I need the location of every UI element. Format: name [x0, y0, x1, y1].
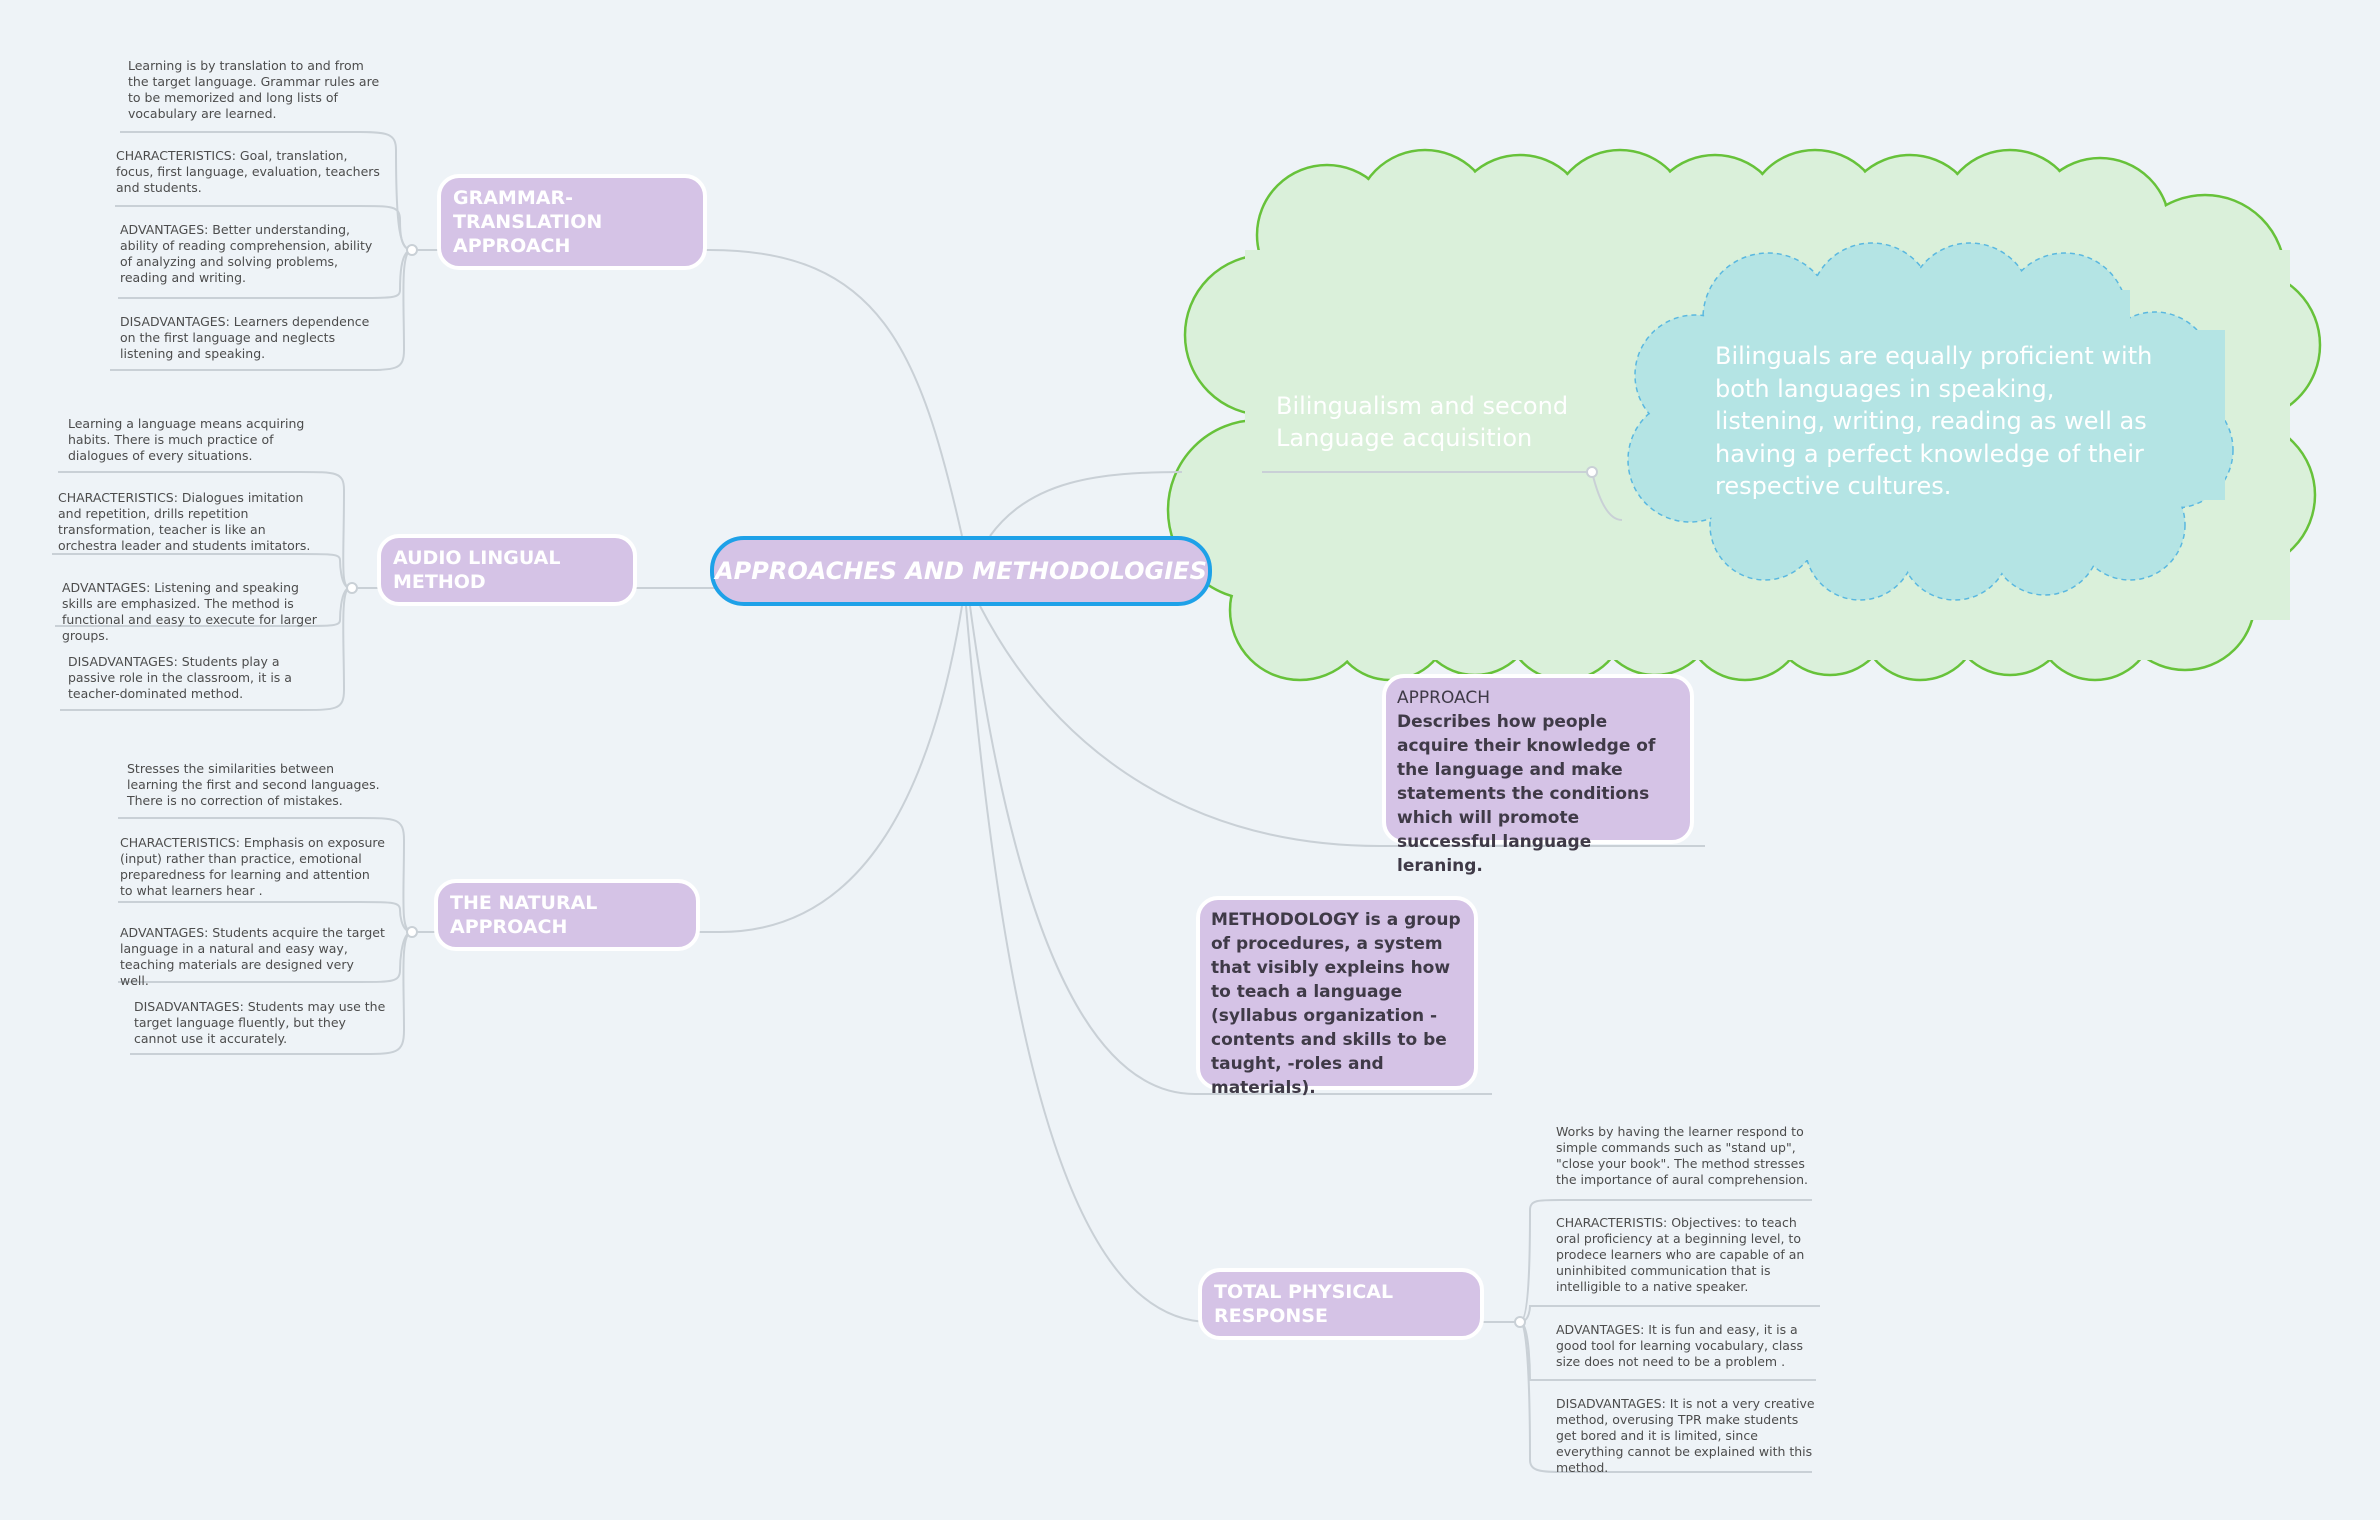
- detail-text: CHARACTERISTICS: Emphasis on exposure (i…: [120, 835, 385, 898]
- detail-text: Works by having the learner respond to s…: [1556, 1124, 1808, 1187]
- detail-text: DISADVANTAGES: Students may use the targ…: [134, 999, 386, 1046]
- list-item[interactable]: CHARACTERISTICS: Goal, translation, focu…: [116, 148, 380, 196]
- list-item[interactable]: ADVANTAGES: Students acquire the target …: [120, 925, 386, 989]
- detail-text: ADVANTAGES: Listening and speaking skill…: [62, 580, 317, 643]
- branch-label: THE NATURAL APPROACH: [450, 892, 598, 938]
- connectors: [52, 131, 1820, 1473]
- detail-text: ADVANTAGES: It is fun and easy, it is a …: [1556, 1322, 1803, 1369]
- detail-text: ADVANTAGES: Students acquire the target …: [120, 925, 385, 988]
- list-item[interactable]: Learning is by translation to and from t…: [128, 58, 380, 122]
- detail-text: DISADVANTAGES: Learners dependence on th…: [120, 314, 370, 361]
- detail-text: CHARACTERISTIS: Objectives: to teach ora…: [1556, 1215, 1805, 1294]
- detail-text: DISADVANTAGES: Students play a passive r…: [68, 654, 292, 701]
- approach-node[interactable]: APPROACH Describes how people acquire th…: [1382, 674, 1694, 876]
- approach-body: Describes how people acquire their knowl…: [1397, 712, 1656, 876]
- list-item[interactable]: Learning a language means acquiring habi…: [68, 416, 328, 464]
- bilingualism-label[interactable]: Bilingualism and second Language acquisi…: [1276, 390, 1586, 454]
- list-item[interactable]: DISADVANTAGES: Students may use the targ…: [134, 999, 388, 1047]
- list-item[interactable]: CHARACTERISTICS: Dialogues imitation and…: [58, 490, 328, 554]
- branch-audio-lingual[interactable]: AUDIO LINGUAL METHOD: [377, 534, 637, 606]
- branch-label: AUDIO LINGUAL METHOD: [393, 547, 561, 593]
- list-item[interactable]: DISADVANTAGES: Learners dependence on th…: [120, 314, 382, 362]
- central-topic-label: APPROACHES AND METHODOLOGIES: [715, 557, 1207, 585]
- connector-knobs: [346, 244, 1598, 1328]
- detail-text: DISADVANTAGES: It is not a very creative…: [1556, 1396, 1815, 1475]
- detail-text: Stresses the similarities between learni…: [127, 761, 380, 808]
- list-item[interactable]: ADVANTAGES: It is fun and easy, it is a …: [1556, 1322, 1818, 1370]
- bilingualism-detail[interactable]: Bilinguals are equally proficient with b…: [1715, 340, 2155, 503]
- branch-label: GRAMMAR- TRANSLATION APPROACH: [453, 187, 603, 257]
- list-item[interactable]: Stresses the similarities between learni…: [127, 761, 389, 809]
- list-item[interactable]: ADVANTAGES: Better understanding, abilit…: [120, 222, 382, 286]
- branch-grammar-translation[interactable]: GRAMMAR- TRANSLATION APPROACH: [437, 174, 707, 270]
- bilingualism-detail-text: Bilinguals are equally proficient with b…: [1715, 342, 2153, 500]
- list-item[interactable]: CHARACTERISTIS: Objectives: to teach ora…: [1556, 1215, 1822, 1295]
- detail-text: Learning a language means acquiring habi…: [68, 416, 305, 463]
- central-topic[interactable]: APPROACHES AND METHODOLOGIES: [710, 536, 1212, 606]
- methodology-body: METHODOLOGY is a group of procedures, a …: [1211, 910, 1461, 1098]
- list-item[interactable]: ADVANTAGES: Listening and speaking skill…: [62, 580, 330, 644]
- list-item[interactable]: DISADVANTAGES: It is not a very creative…: [1556, 1396, 1818, 1476]
- list-item[interactable]: DISADVANTAGES: Students play a passive r…: [68, 654, 330, 702]
- list-item[interactable]: CHARACTERISTICS: Emphasis on exposure (i…: [120, 835, 386, 899]
- detail-text: ADVANTAGES: Better understanding, abilit…: [120, 222, 373, 285]
- detail-text: CHARACTERISTICS: Dialogues imitation and…: [58, 490, 311, 553]
- list-item[interactable]: Works by having the learner respond to s…: [1556, 1124, 1818, 1188]
- branch-natural-approach[interactable]: THE NATURAL APPROACH: [434, 879, 700, 951]
- methodology-node[interactable]: METHODOLOGY is a group of procedures, a …: [1196, 896, 1478, 1098]
- approach-title: APPROACH: [1397, 688, 1491, 708]
- branch-total-physical-response[interactable]: TOTAL PHYSICAL RESPONSE: [1198, 1268, 1484, 1340]
- detail-text: Learning is by translation to and from t…: [128, 58, 380, 121]
- bilingualism-label-text: Bilingualism and second Language acquisi…: [1276, 392, 1569, 452]
- branch-label: TOTAL PHYSICAL RESPONSE: [1214, 1281, 1394, 1327]
- detail-text: CHARACTERISTICS: Goal, translation, focu…: [116, 148, 380, 195]
